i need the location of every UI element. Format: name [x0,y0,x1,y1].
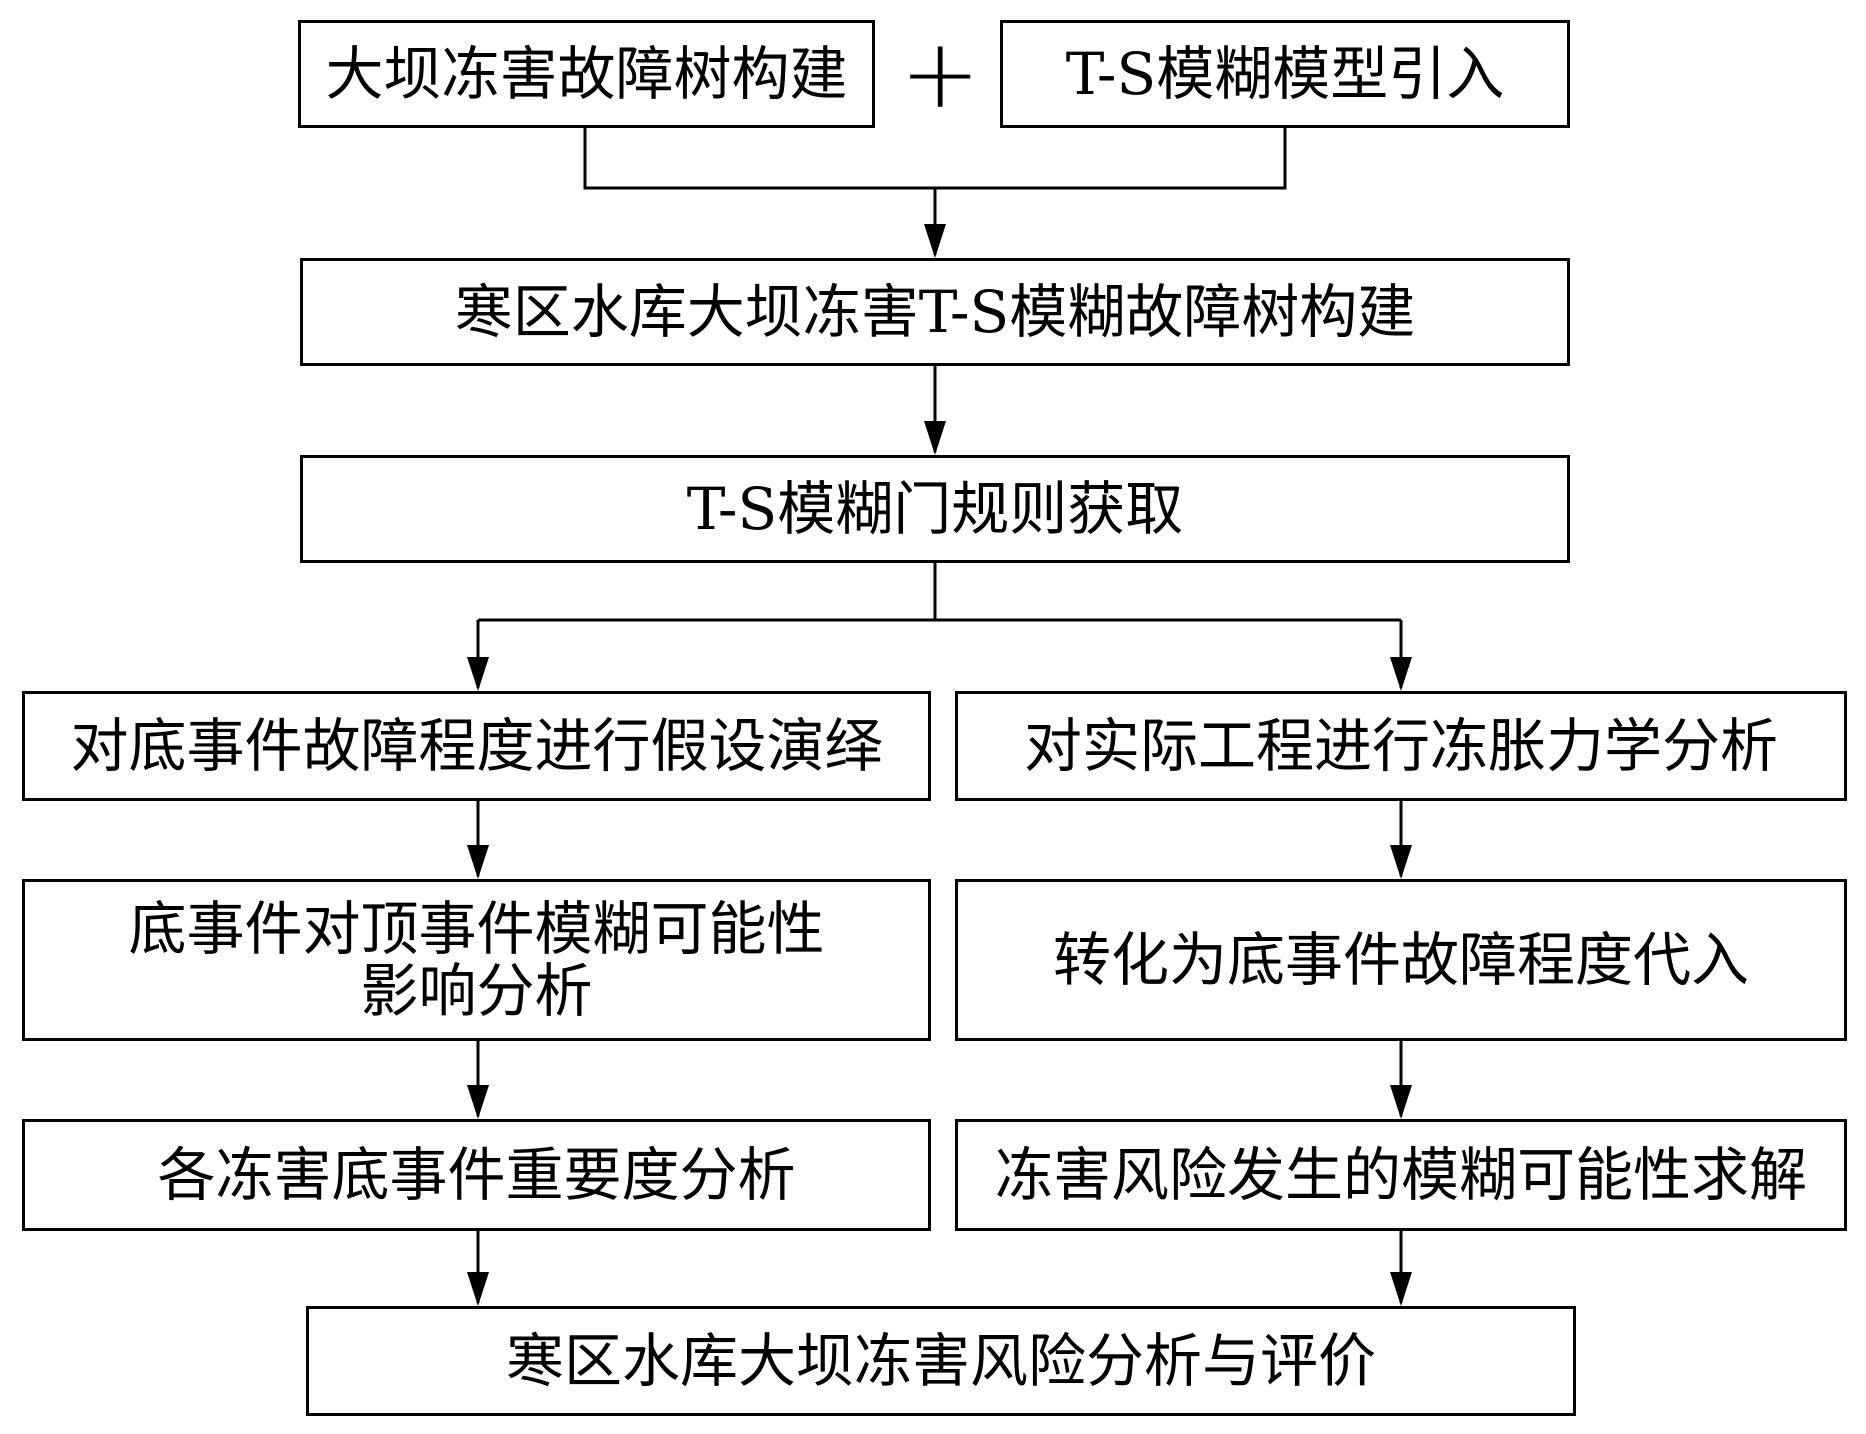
arrowhead-left-step1 [467,657,489,691]
left-step2-label: 底事件对顶事件模糊可能性 影响分析 [128,895,825,1025]
final-evaluation-box: 寒区水库大坝冻害风险分析与评价 [306,1306,1576,1416]
arrowhead-left-step3 [467,1085,489,1119]
right-step2-label: 转化为底事件故障程度代入 [1052,926,1749,994]
arrowhead-step3 [924,421,946,455]
right-step1-label: 对实际工程进行冻胀力学分析 [1023,712,1778,780]
left-step1-box: 对底事件故障程度进行假设演绎 [22,691,931,801]
arrowhead-right-step1 [1390,657,1412,691]
arrowhead-left-step2 [467,845,489,879]
right-step3-label: 冻害风险发生的模糊可能性求解 [994,1141,1807,1209]
arrowhead-final-left [467,1272,489,1306]
left-step2-box: 底事件对顶事件模糊可能性 影响分析 [22,879,931,1041]
right-step2-box: 转化为底事件故障程度代入 [955,879,1847,1041]
ts-fuzzy-gate-rules-label: T-S模糊门规则获取 [686,475,1184,543]
arrowhead-right-step2 [1390,845,1412,879]
ts-fuzzy-model-label: T-S模糊模型引入 [1065,40,1505,108]
right-step3-box: 冻害风险发生的模糊可能性求解 [955,1119,1847,1231]
right-step1-box: 对实际工程进行冻胀力学分析 [955,691,1847,801]
dam-frost-fault-tree-label: 大坝冻害故障树构建 [325,40,848,108]
ts-fuzzy-fault-tree-label: 寒区水库大坝冻害T-S模糊故障树构建 [454,278,1416,346]
ts-fuzzy-model-box: T-S模糊模型引入 [1000,20,1570,128]
dam-frost-fault-tree-box: 大坝冻害故障树构建 [298,20,875,128]
left-step1-label: 对底事件故障程度进行假设演绎 [70,712,883,780]
plus-icon: + [900,18,981,130]
left-step3-box: 各冻害底事件重要度分析 [22,1119,931,1231]
ts-fuzzy-fault-tree-box: 寒区水库大坝冻害T-S模糊故障树构建 [300,258,1570,366]
left-step3-label: 各冻害底事件重要度分析 [157,1141,796,1209]
merge-connector [583,128,1287,190]
arrowhead-final-right [1390,1272,1412,1306]
arrowhead-step2 [924,224,946,258]
arrowhead-right-step3 [1390,1085,1412,1119]
ts-fuzzy-gate-rules-box: T-S模糊门规则获取 [300,455,1570,563]
final-evaluation-label: 寒区水库大坝冻害风险分析与评价 [505,1327,1376,1395]
